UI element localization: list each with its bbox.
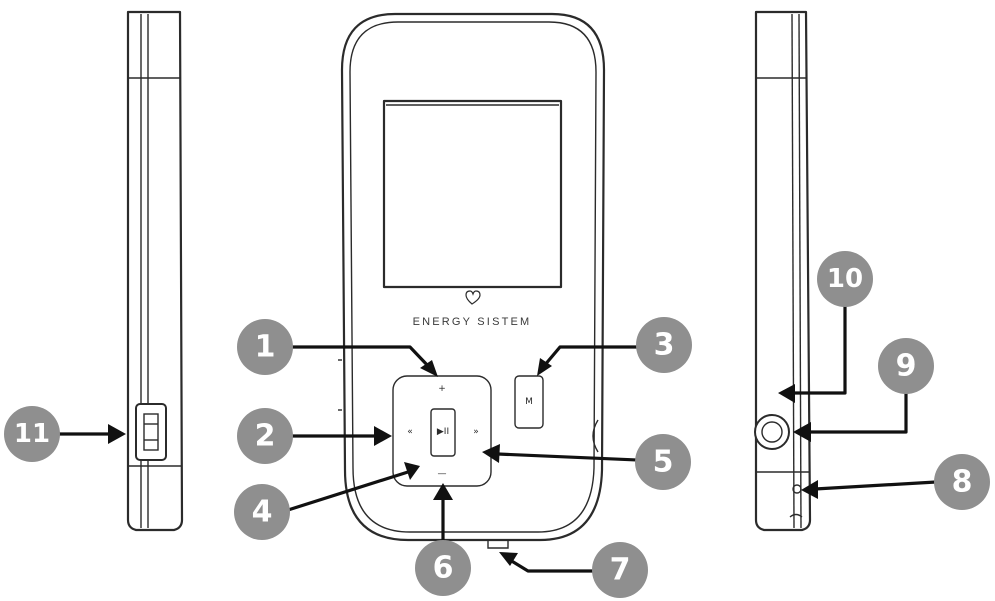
svg-text:10: 10 [827, 264, 863, 294]
volume-down-button[interactable]: — [438, 469, 447, 479]
front-view: ENERGY SISTEM + — « » ▶II M [338, 12, 606, 549]
previous-button[interactable]: « [407, 427, 413, 437]
svg-text:5: 5 [653, 445, 674, 480]
svg-text:9: 9 [896, 349, 917, 384]
callout-11: 11 [4, 406, 60, 462]
left-side-view [126, 10, 184, 532]
usb-port [135, 403, 167, 461]
volume-up-button[interactable]: + [438, 384, 446, 394]
callout-3: 3 [636, 317, 692, 373]
menu-button[interactable]: M [514, 375, 544, 429]
next-button[interactable]: » [473, 427, 479, 437]
hold-switch[interactable] [487, 540, 509, 549]
svg-text:7: 7 [610, 553, 631, 588]
headphone-jack [754, 414, 790, 450]
svg-text:4: 4 [252, 495, 273, 530]
brand-text: ENERGY SISTEM [413, 316, 532, 328]
screen [382, 99, 563, 289]
svg-text:6: 6 [433, 551, 454, 586]
svg-text:1: 1 [255, 330, 276, 365]
callout-4: 4 [234, 484, 290, 540]
svg-text:2: 2 [255, 419, 276, 454]
callout-7: 7 [592, 542, 648, 598]
heart-icon [465, 290, 481, 305]
brand-logo: ENERGY SISTEM [413, 290, 532, 328]
right-side-view [754, 10, 812, 532]
callout-2: 2 [237, 408, 293, 464]
svg-text:11: 11 [14, 419, 50, 449]
callout-10: 10 [817, 251, 873, 307]
svg-text:8: 8 [952, 465, 973, 500]
callouts: 1 2 3 4 5 6 7 8 [4, 251, 990, 598]
callout-6: 6 [415, 540, 471, 596]
callout-arrows [52, 304, 938, 573]
reset-hole[interactable] [792, 484, 802, 494]
callout-1: 1 [237, 319, 293, 375]
callout-8: 8 [934, 454, 990, 510]
menu-button-label: M [525, 397, 533, 407]
svg-text:3: 3 [654, 328, 675, 363]
play-pause-button[interactable]: ▶II [437, 427, 449, 437]
callout-9: 9 [878, 338, 934, 394]
callout-5: 5 [635, 434, 691, 490]
